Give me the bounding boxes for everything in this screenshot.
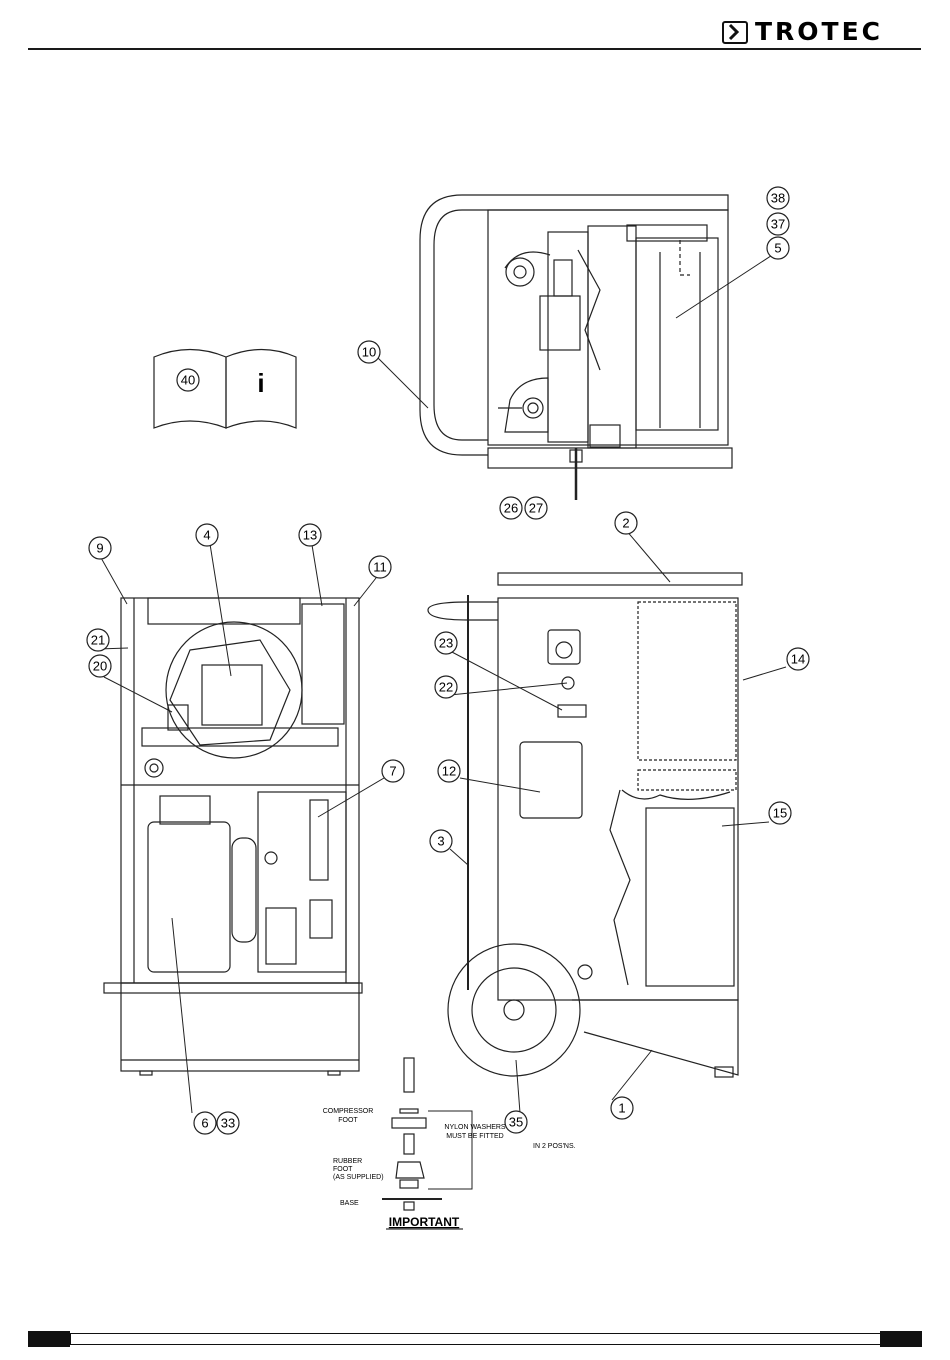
callout-40: 40 xyxy=(177,369,199,391)
callout-number: 23 xyxy=(439,636,453,651)
note-wheel-positions: IN 2 POS'NS. xyxy=(533,1143,576,1150)
callout-number: 12 xyxy=(442,764,456,779)
callout-33: 33 xyxy=(217,1112,239,1134)
callout-5: 5 xyxy=(767,237,789,259)
callout-number: 14 xyxy=(791,652,805,667)
note-compressor-foot-line1: COMPRESSOR xyxy=(323,1108,374,1115)
callout-number: 13 xyxy=(303,528,317,543)
callout-23: 23 xyxy=(435,632,457,654)
callout-7: 7 xyxy=(382,760,404,782)
note-rubber-foot-line2: FOOT xyxy=(333,1166,353,1173)
footer-middle-frame xyxy=(70,1333,882,1345)
callout-20: 20 xyxy=(89,655,111,677)
note-rubber-foot-line1: RUBBER xyxy=(333,1158,362,1165)
callout-number: 38 xyxy=(771,191,785,206)
callout-number: 21 xyxy=(91,633,105,648)
side-view-drawing xyxy=(428,573,742,1077)
note-compressor-foot-line2: FOOT xyxy=(338,1117,358,1124)
callout-26: 26 xyxy=(500,497,522,519)
callout-10: 10 xyxy=(358,341,380,363)
callout-38: 38 xyxy=(767,187,789,209)
top-view-drawing xyxy=(420,195,732,500)
callout-number: 33 xyxy=(221,1116,235,1131)
callout-number: 10 xyxy=(362,345,376,360)
footer-right-block xyxy=(880,1331,922,1347)
callout-2: 2 xyxy=(615,512,637,534)
callout-number: 35 xyxy=(509,1115,523,1130)
callout-21: 21 xyxy=(87,629,109,651)
callout-3: 3 xyxy=(430,830,452,852)
manual-book-icon xyxy=(154,350,296,429)
callout-number: 1 xyxy=(618,1101,625,1116)
callout-number: 27 xyxy=(529,501,543,516)
callout-14: 14 xyxy=(787,648,809,670)
note-rubber-foot-line3: (AS SUPPLIED) xyxy=(333,1174,384,1181)
callout-number: 3 xyxy=(437,834,444,849)
callout-37: 37 xyxy=(767,213,789,235)
callout-layer: 38 37 5 10 40 26 27 2 9 4 13 11 21 20 23 14 22 7 12 15 3 6 33 3… xyxy=(87,187,809,1229)
callout-27: 27 xyxy=(525,497,547,519)
note-base: BASE xyxy=(340,1200,359,1207)
callout-number: 26 xyxy=(504,501,518,516)
front-view-drawing xyxy=(104,598,362,1075)
note-important: IMPORTANT xyxy=(389,1215,460,1229)
footer-left-block xyxy=(28,1331,70,1347)
callout-1: 1 xyxy=(611,1097,633,1119)
callout-number: 6 xyxy=(201,1116,208,1131)
callout-number: 22 xyxy=(439,680,453,695)
page-footer-bar xyxy=(28,1331,922,1347)
callout-number: 2 xyxy=(622,516,629,531)
callout-13: 13 xyxy=(299,524,321,546)
callout-number: 11 xyxy=(373,560,387,575)
note-nylon-line1: NYLON WASHERS xyxy=(444,1124,506,1131)
callout-9: 9 xyxy=(89,537,111,559)
callout-number: 40 xyxy=(181,373,195,388)
callout-35: 35 xyxy=(505,1111,527,1133)
callout-22: 22 xyxy=(435,676,457,698)
callout-number: 7 xyxy=(389,764,396,779)
callout-number: 37 xyxy=(771,217,785,232)
callout-15: 15 xyxy=(769,802,791,824)
info-symbol: i xyxy=(257,368,264,398)
callout-11: 11 xyxy=(369,556,391,578)
callout-number: 9 xyxy=(96,541,103,556)
callout-6: 6 xyxy=(194,1112,216,1134)
callout-12: 12 xyxy=(438,760,460,782)
callout-4: 4 xyxy=(196,524,218,546)
callout-number: 20 xyxy=(93,659,107,674)
callout-number: 15 xyxy=(773,806,787,821)
callout-number: 4 xyxy=(203,528,210,543)
note-nylon-line2: MUST BE FITTED xyxy=(446,1133,503,1140)
callout-number: 5 xyxy=(774,241,781,256)
